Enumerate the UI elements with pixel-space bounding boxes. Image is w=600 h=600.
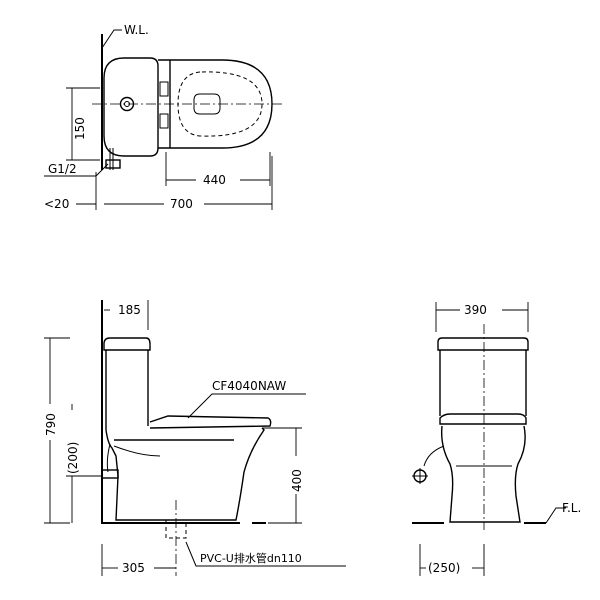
side-bowl-inner: [113, 445, 161, 457]
dim-700-text: 700: [170, 197, 193, 211]
floor-level-leader: [545, 507, 566, 524]
front-inlet-hose: [423, 445, 445, 467]
dim-400-text: 400: [290, 469, 304, 492]
plan-tank: [103, 57, 159, 157]
dim-150-text: 150: [73, 117, 87, 140]
dim-20-text: <20: [44, 197, 69, 211]
plan-drain-outlet: [193, 93, 221, 115]
dim-790-text: 790: [44, 413, 58, 436]
plan-bowl-rim: [177, 71, 263, 137]
dim-185-text: 185: [118, 303, 141, 317]
side-inlet-valve: [101, 469, 119, 479]
side-bowl: [105, 427, 265, 521]
side-inlet-hose: [106, 443, 111, 473]
plan-hinge-bottom: [159, 113, 169, 129]
dim-440-text: 440: [203, 173, 226, 187]
plan-view: W.L. 150 G1/2 440: [44, 23, 282, 211]
water-level-leader: [101, 29, 122, 49]
model-label: CF4040NAW: [212, 379, 286, 393]
side-seat: [149, 415, 272, 429]
dim-305-text: 305: [122, 561, 145, 575]
front-seat: [439, 413, 527, 425]
side-view: 185 790 (200) 400: [44, 300, 346, 576]
inlet-thread-label: G1/2: [48, 162, 77, 176]
front-view: 390 F.L. (250): [412, 302, 581, 576]
floor-level-label: F.L.: [562, 501, 581, 515]
front-bowl: [440, 425, 526, 523]
drain-label: PVC-U排水管dn110: [200, 551, 302, 565]
dim-250-text: (250): [428, 561, 460, 575]
water-level-label: W.L.: [124, 23, 149, 37]
plan-inlet-valve: [105, 159, 121, 169]
drain-leader: [185, 541, 346, 567]
dim-390-text: 390: [464, 303, 487, 317]
plan-hinge-top: [159, 81, 169, 97]
side-tank: [103, 337, 151, 351]
front-tank: [437, 337, 529, 351]
dim-200-text: (200): [66, 442, 80, 474]
model-leader: [187, 393, 306, 419]
